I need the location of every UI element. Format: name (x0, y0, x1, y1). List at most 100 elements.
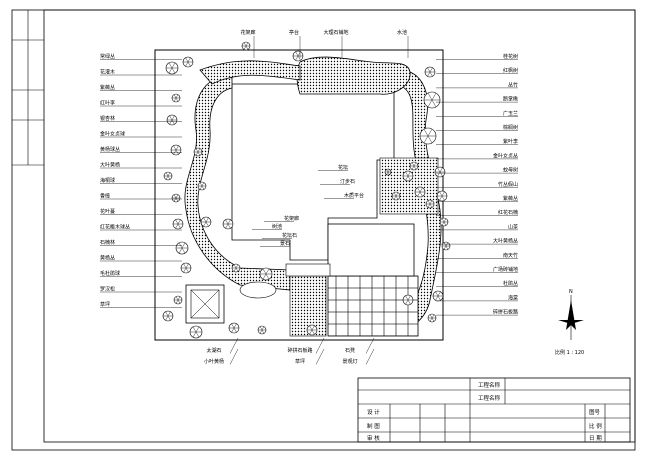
tree-symbol (384, 168, 392, 176)
tree-symbol (175, 241, 189, 255)
right-label-8: 蚊母树 (503, 167, 518, 174)
project-name-label: 工程名称 (478, 381, 501, 389)
tree-symbol (241, 41, 251, 51)
right-label-4: 广玉兰 (503, 110, 518, 117)
right-label-1: 红枫树 (503, 67, 518, 74)
paving-grid (327, 275, 419, 337)
bottom-label-2: 碎拼石板路 (287, 347, 312, 354)
right-label-11: 红花石楠 (498, 209, 518, 216)
pond (296, 56, 411, 95)
tree-symbol (166, 114, 178, 126)
right-label-10: 紫薇丛 (503, 195, 518, 202)
pavilion (185, 284, 225, 324)
right-label-15: 广场砖铺地 (493, 266, 518, 273)
tree-symbol (402, 170, 414, 182)
left-label-16: 草坪 (100, 301, 110, 308)
tree-symbol (197, 181, 207, 191)
tree-symbol (414, 186, 426, 198)
center-label-6: 景石 (280, 240, 290, 247)
rockery (379, 157, 439, 215)
bottom-label-3: 石凳 (345, 347, 355, 354)
right-label-12: 山茶 (508, 223, 518, 230)
right-label-13: 大叶黄杨丛 (493, 238, 518, 245)
tree-symbol (173, 295, 183, 305)
right-label-17: 海棠 (508, 294, 518, 301)
left-label-8: 海桐球 (100, 177, 115, 184)
right-label-6: 紫叶李 (503, 138, 518, 145)
tree-symbol (193, 147, 203, 157)
bottom-label-1: 小叶黄杨 (204, 358, 224, 365)
right-label-14: 南天竹 (503, 252, 518, 259)
center-label-2: 木质平台 (344, 192, 364, 199)
site-plan (154, 41, 451, 341)
tree-symbol (419, 127, 437, 145)
tree-symbol (182, 56, 194, 68)
top-label-2: 大理石铺地 (323, 29, 348, 36)
left-label-6: 黄杨球丛 (100, 146, 120, 153)
tree-symbol (189, 325, 203, 339)
left-label-9: 香樟 (100, 193, 110, 200)
tree-symbol (425, 199, 435, 209)
tree-symbol (436, 190, 448, 202)
north-label: N (569, 289, 573, 295)
tree-symbol (423, 91, 441, 109)
right-label-2: 丛竹 (508, 81, 518, 88)
drafting-label: 制 图 (367, 422, 380, 430)
top-label-0: 花架廊 (240, 29, 255, 36)
right-label-16: 杜鹃丛 (503, 280, 518, 287)
center-label-1: 汀步石 (340, 178, 355, 185)
bottom-label-5: 景观灯 (342, 358, 357, 365)
plant-symbols (162, 41, 451, 339)
left-label-13: 黄杨丛 (100, 255, 115, 262)
tree-symbol (200, 216, 212, 228)
bottom-leader-4 (315, 348, 325, 365)
left-label-11: 红花檵木球丛 (100, 224, 130, 231)
bottom-label-0: 太湖石 (206, 347, 221, 354)
sheet-border (11, 9, 636, 451)
tree-symbol (228, 322, 240, 334)
bottom-label-4: 草坪 (295, 358, 305, 365)
left-label-15: 罗汉松 (100, 286, 115, 293)
tree-symbol (306, 324, 318, 336)
tree-symbol (257, 325, 267, 335)
drawing-no-label: 图号 (589, 408, 601, 416)
tree-symbol (409, 161, 419, 171)
tree-symbol (292, 50, 304, 62)
top-label-3: 水池 (397, 29, 407, 36)
tree-symbol (163, 171, 173, 181)
tree-symbol (170, 144, 182, 156)
right-label-0: 桂花树 (503, 53, 518, 60)
bottom-leader-2 (315, 337, 325, 354)
left-label-3: 红叶李 (100, 100, 115, 107)
right-label-9: 竹丛假山 (498, 181, 518, 188)
tree-symbol (171, 193, 181, 203)
design-label: 设 计 (367, 408, 380, 416)
right-label-7: 金叶女贞丛 (493, 152, 518, 159)
right-label-18: 碎拼石板路 (493, 309, 518, 316)
drawing-name-label: 工程名称 (478, 394, 501, 402)
tree-symbol (180, 262, 192, 274)
bottom-leader-0 (229, 337, 239, 354)
tree-symbol (222, 218, 234, 230)
left-label-10: 花叶蔓 (100, 208, 115, 215)
tree-symbol (231, 263, 241, 273)
scale-label: 比例 1 : 120 (555, 349, 584, 356)
bottom-leader-3 (365, 337, 375, 354)
left-label-1: 花灌木 (100, 69, 115, 76)
tree-symbol (432, 290, 444, 302)
title-block: 工程名称 工程名称 设 计 制 图 审 核 图号 比 例 日 期 (357, 377, 631, 443)
center-label-5: 花坛石 (282, 232, 297, 239)
center-label-3: 花架廊 (284, 215, 299, 222)
tree-symbol (171, 93, 181, 103)
tree-symbol (391, 191, 401, 201)
right-label-3: 鹅掌楸 (503, 96, 518, 103)
tree-symbol (441, 241, 451, 251)
tree-symbol (427, 313, 437, 323)
right-label-5: 棕榈树 (503, 124, 518, 131)
review-label: 审 核 (367, 434, 380, 442)
bottom-leader-1 (229, 348, 239, 365)
center-label-4: 树池 (272, 223, 282, 230)
left-label-2: 紫薇丛 (100, 84, 115, 91)
plant-labels: 常绿丛花灌木紫薇丛红叶李银杏林金叶女贞球黄杨球丛大叶黄杨海桐球香樟花叶蔓红花檵木… (100, 29, 518, 365)
